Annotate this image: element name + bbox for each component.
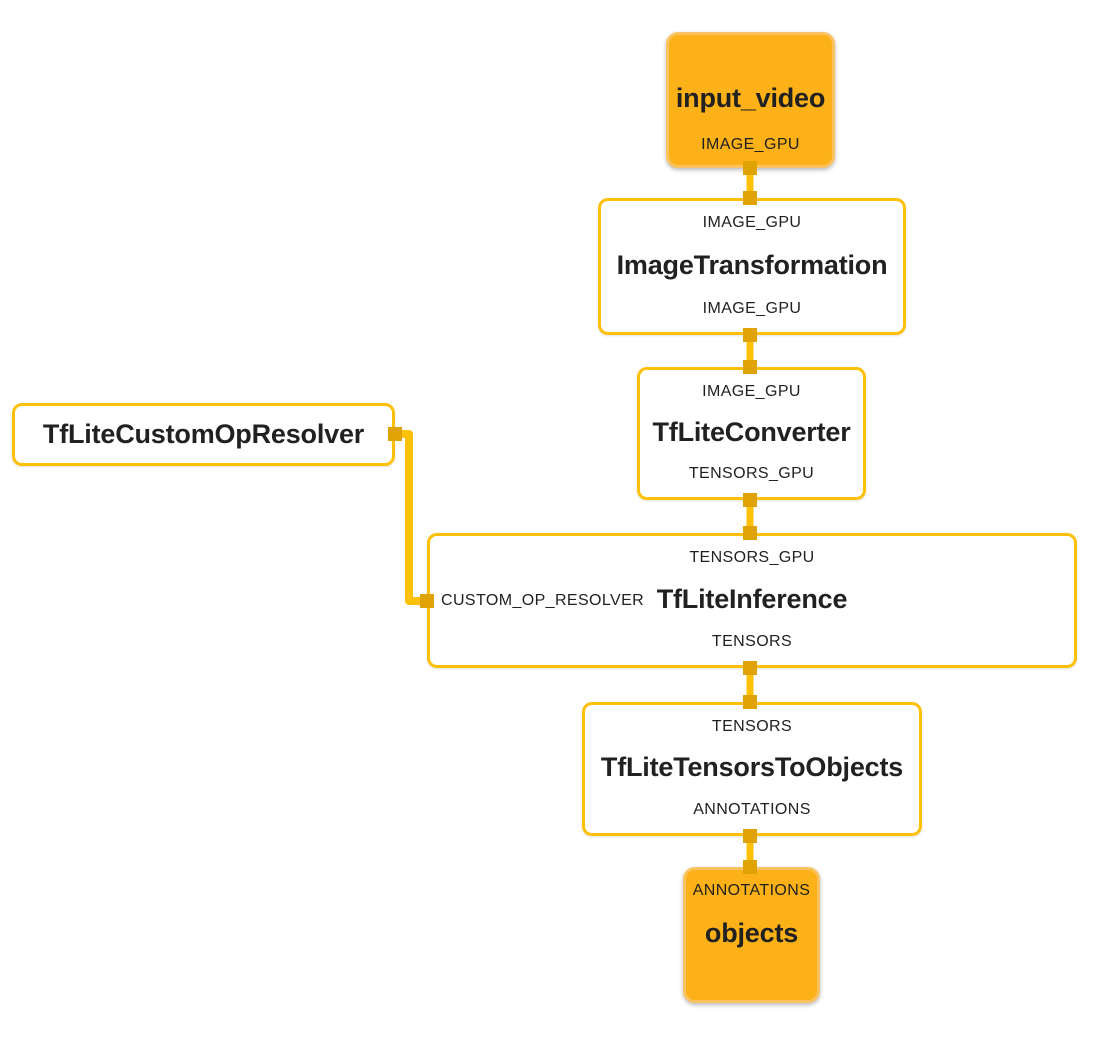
node-title: TfLiteInference xyxy=(656,583,848,614)
side-input-port-label: CUSTOM_OP_RESOLVER xyxy=(441,591,645,609)
output-port-label: ANNOTATIONS xyxy=(693,800,811,818)
node-title: objects xyxy=(704,918,799,949)
output-port-label: IMAGE_GPU xyxy=(701,135,800,153)
node-title: TfLiteCustomOpResolver xyxy=(42,418,365,449)
node-title: TfLiteTensorsToObjects xyxy=(600,752,904,783)
edge-tflite-custom-op-resolver-to-tflite-inference xyxy=(395,430,422,605)
input-port-label: TENSORS xyxy=(711,718,793,735)
node-tflite-converter[interactable]: IMAGE_GPU TfLiteConverter TENSORS_GPU xyxy=(637,367,866,500)
input-port-label: IMAGE_GPU xyxy=(702,383,801,400)
node-tflite-custom-op-resolver[interactable]: TfLiteCustomOpResolver xyxy=(12,403,395,466)
node-tflite-tensors-to-objects[interactable]: TENSORS TfLiteTensorsToObjects ANNOTATIO… xyxy=(582,702,922,836)
output-port-label: TENSORS xyxy=(711,632,793,650)
output-port-label: TENSORS_GPU xyxy=(688,464,815,482)
node-title: TfLiteConverter xyxy=(652,416,851,447)
input-port-label: IMAGE_GPU xyxy=(702,214,802,231)
node-objects[interactable]: ANNOTATIONS objects xyxy=(683,867,820,1003)
node-input-video[interactable]: input_video IMAGE_GPU xyxy=(666,32,835,168)
input-port-label: TENSORS_GPU xyxy=(689,549,815,566)
node-title: ImageTransformation xyxy=(616,249,888,280)
input-port-label: ANNOTATIONS xyxy=(692,882,811,899)
node-image-transformation[interactable]: IMAGE_GPU ImageTransformation IMAGE_GPU xyxy=(598,198,906,335)
output-port-label: IMAGE_GPU xyxy=(702,299,802,317)
node-title: input_video xyxy=(675,83,826,114)
node-tflite-inference[interactable]: TENSORS_GPU TfLiteInference TENSORS CUST… xyxy=(427,533,1077,668)
